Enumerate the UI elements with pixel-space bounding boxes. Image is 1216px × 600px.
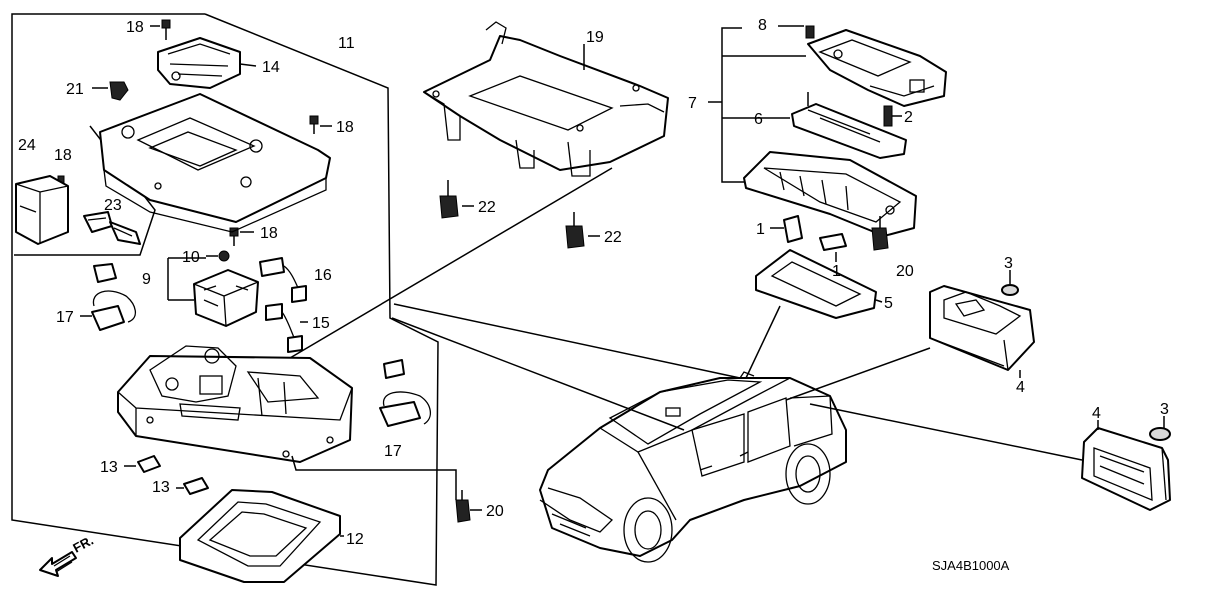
callout-4: 4 [1092, 405, 1101, 422]
part-4-lamp-right [929, 285, 1035, 378]
callout-2: 2 [904, 109, 913, 126]
callout-19: 19 [586, 29, 604, 46]
part-20-screw-right [871, 216, 889, 251]
part-7-lower-housing [743, 151, 917, 237]
callout-20: 20 [896, 263, 914, 280]
screw-20-center [455, 490, 482, 523]
callout-3: 3 [1160, 401, 1169, 418]
callout-24: 24 [18, 137, 36, 154]
callout-13: 13 [152, 479, 170, 496]
callout-16: 16 [314, 267, 332, 284]
screw-18-lower [229, 227, 254, 246]
part-8-screw [778, 25, 815, 39]
part-17-center [379, 359, 431, 427]
callout-7: 7 [688, 95, 697, 112]
part-15-harness [265, 303, 308, 353]
front-marker-label: FR. [70, 533, 96, 556]
screw-22-b [565, 212, 600, 249]
callout-3: 3 [1004, 255, 1013, 272]
callout-1: 1 [756, 221, 765, 238]
part-13-a [124, 455, 161, 473]
callout-21: 21 [66, 81, 84, 98]
callout-18: 18 [260, 225, 278, 242]
part-1-b [819, 233, 847, 262]
callout-9: 9 [142, 271, 151, 288]
screw-22-a [439, 180, 474, 219]
front-arrow: FR. [39, 533, 96, 577]
part-12-lens [179, 489, 344, 583]
callout-5: 5 [884, 295, 893, 312]
diagram-code: SJA4B1000A [932, 558, 1010, 573]
part-9-module [167, 257, 259, 327]
part-6-plate [791, 92, 907, 159]
main-console [117, 345, 353, 463]
part-2-screw [883, 105, 902, 127]
part-7-upper-housing [807, 29, 947, 107]
part-7-bracket-lines [708, 27, 806, 183]
part-14-unit [157, 37, 257, 89]
callout-22: 22 [604, 229, 622, 246]
callout-11: 11 [338, 35, 355, 52]
part-17-left [80, 263, 136, 331]
callout-10: 10 [182, 249, 200, 266]
screw-18-top [150, 19, 171, 40]
callout-18: 18 [336, 119, 354, 136]
callout-20: 20 [486, 503, 504, 520]
callout-17: 17 [384, 443, 402, 460]
screw-18-mid [309, 115, 332, 134]
vehicle-outline [539, 371, 847, 563]
part-4-lamp-far-right [1081, 420, 1171, 511]
part-3-clip-a [1001, 270, 1019, 296]
callout-15: 15 [312, 315, 330, 332]
callout-23: 23 [104, 197, 122, 214]
clip-21 [92, 81, 129, 101]
part-24-module [15, 175, 69, 245]
callout-14: 14 [262, 59, 280, 76]
part-5-lens [755, 249, 883, 319]
callout-13: 13 [100, 459, 118, 476]
callout-12: 12 [346, 531, 364, 548]
part-3-clip-b [1149, 416, 1171, 441]
upper-cover [99, 93, 331, 233]
callout-18: 18 [126, 19, 144, 36]
screw-10 [206, 250, 230, 262]
callout-22: 22 [478, 199, 496, 216]
part-23-connector [83, 211, 141, 245]
callout-17: 17 [56, 309, 74, 326]
callout-8: 8 [758, 17, 767, 34]
callout-18: 18 [54, 147, 72, 164]
leader-lines [289, 167, 1083, 500]
part-13-b [176, 477, 209, 495]
callout-6: 6 [754, 111, 763, 128]
callout-1: 1 [832, 263, 841, 280]
part-1-a [770, 215, 803, 243]
part-19-bracket [423, 21, 669, 177]
callout-4: 4 [1016, 379, 1025, 396]
callout-labels: 18 14 11 21 18 24 18 23 18 10 9 16 17 15… [18, 17, 1169, 573]
part-16-harness [259, 257, 307, 303]
